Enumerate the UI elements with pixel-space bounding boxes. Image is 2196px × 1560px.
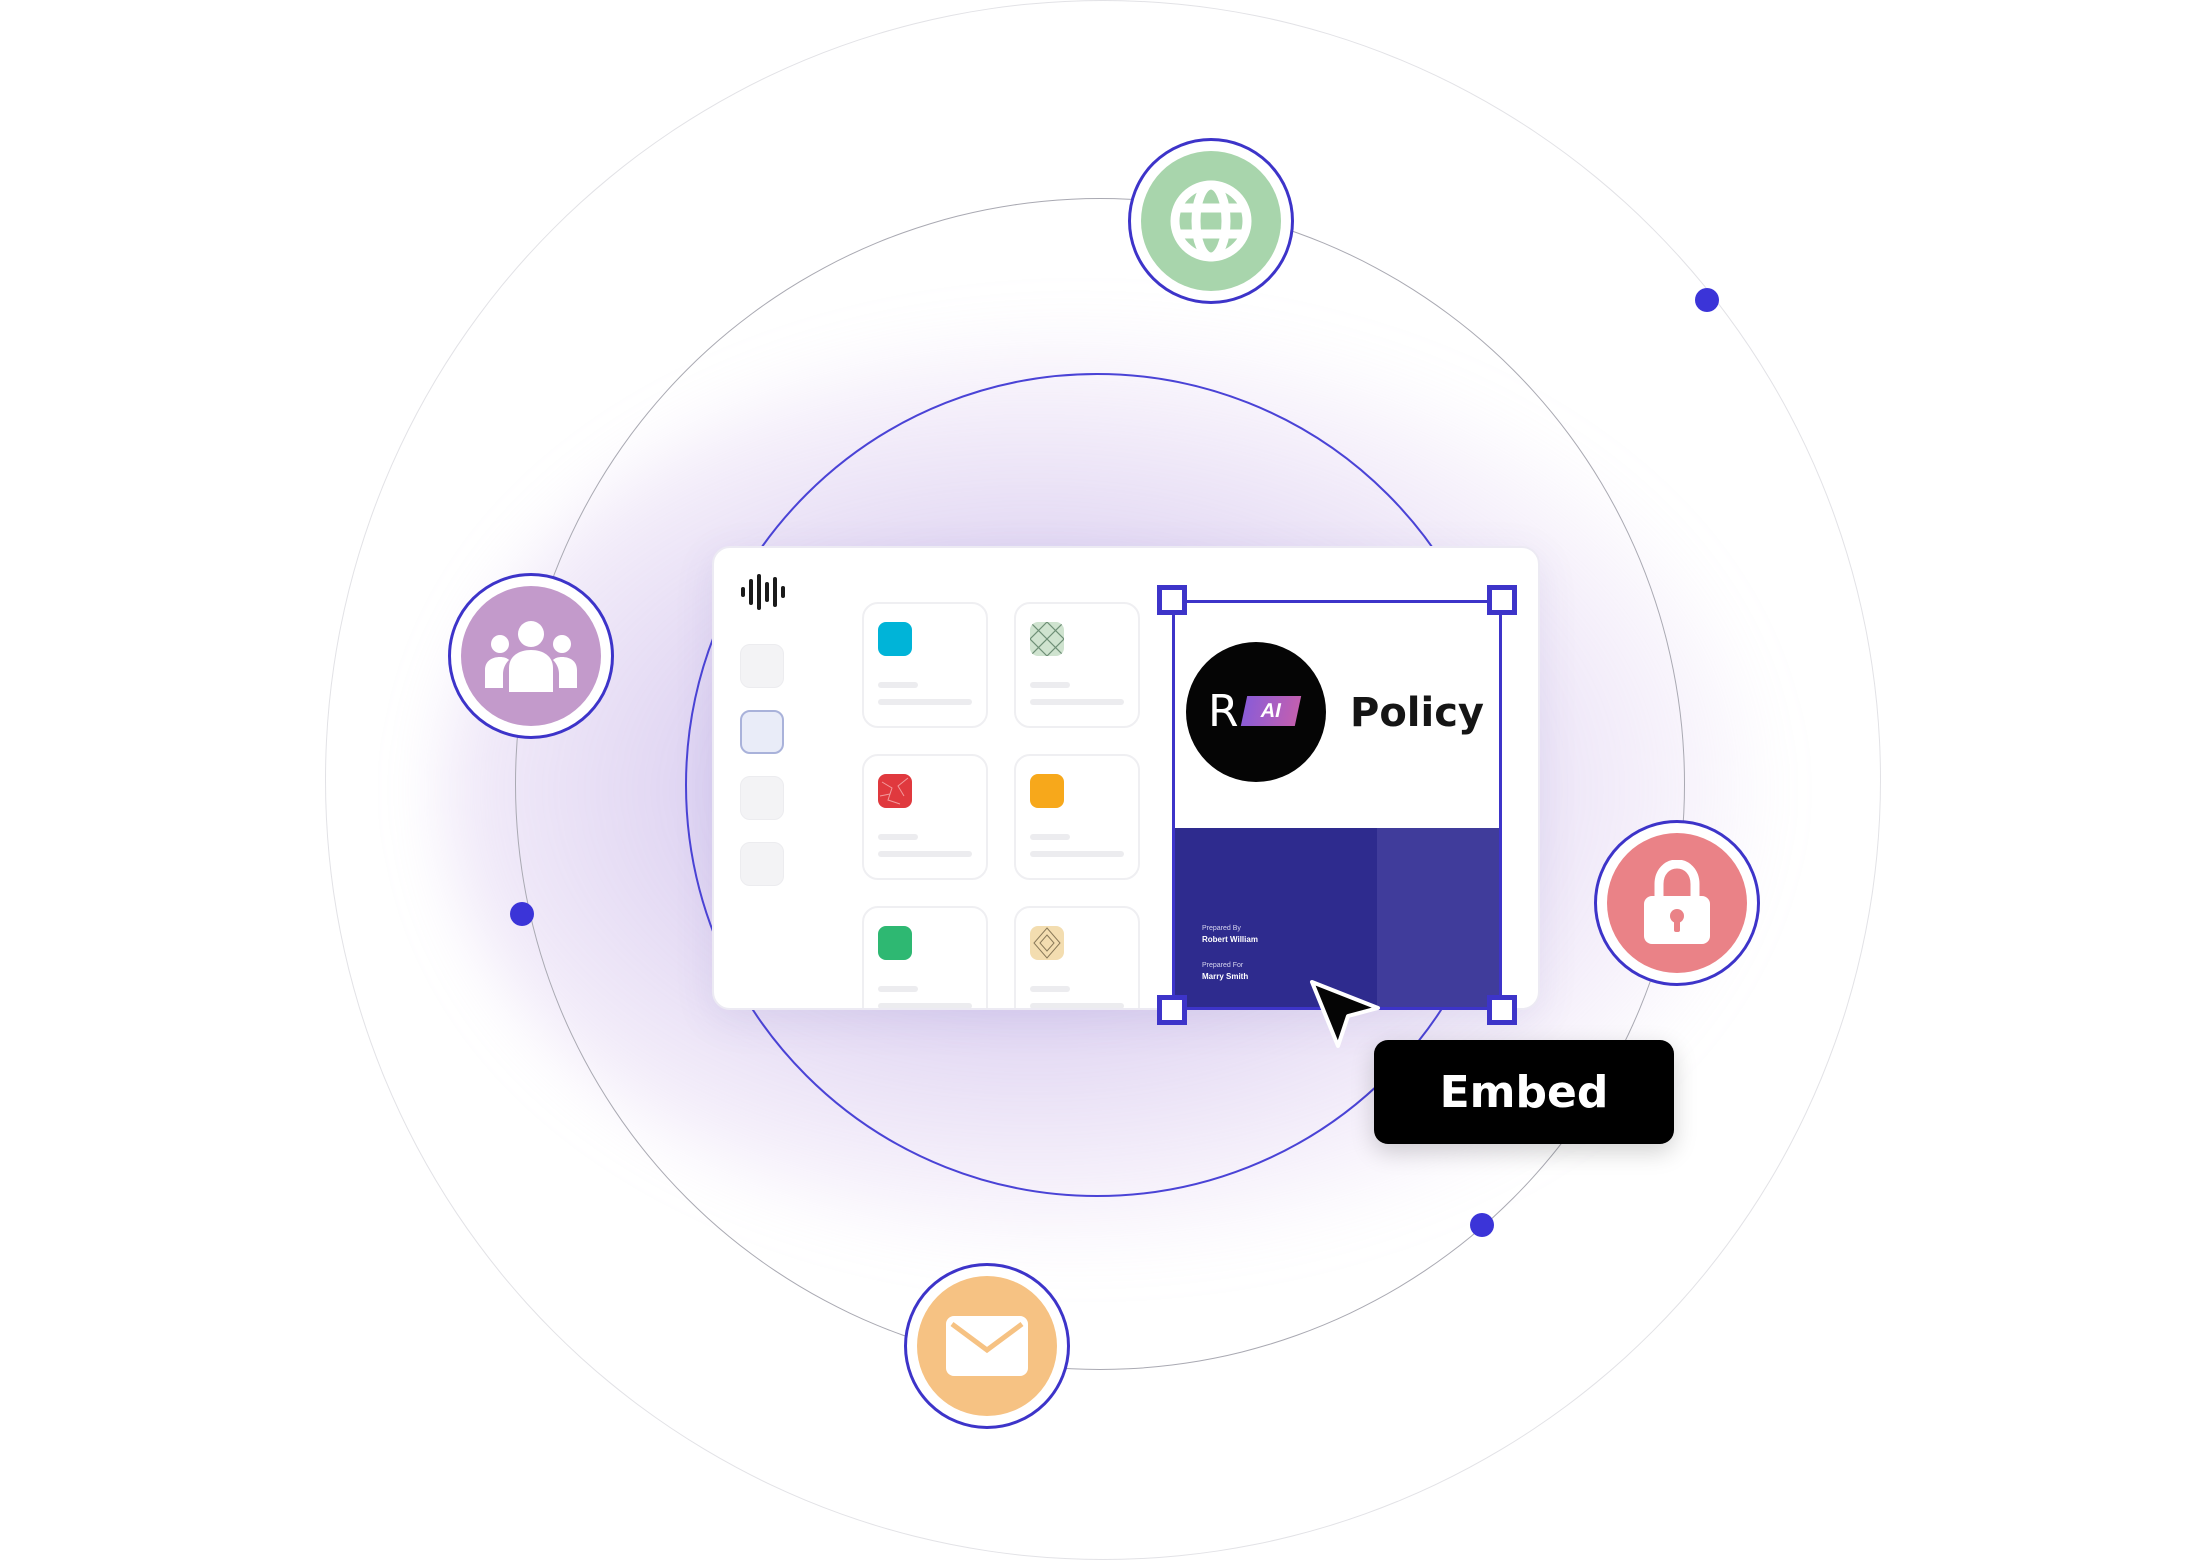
- lock-icon: [1644, 860, 1710, 944]
- sidebar-item[interactable]: [740, 644, 784, 688]
- prepared-for-name: Marry Smith: [1202, 972, 1249, 981]
- template-swatch: [878, 926, 912, 960]
- users-badge: [448, 573, 614, 739]
- orbit-dot: [1470, 1213, 1494, 1237]
- policy-document-preview[interactable]: R AI Policy Prepared By Robert William P…: [1172, 600, 1502, 1010]
- template-swatch: [1030, 774, 1064, 808]
- prepared-by-label: Prepared By: [1202, 925, 1241, 932]
- prepared-by-name: Robert William: [1202, 935, 1258, 944]
- template-swatch: [878, 622, 912, 656]
- resize-handle-top-right[interactable]: [1487, 585, 1517, 615]
- middle-orbit-ring: [515, 198, 1685, 1370]
- cursor-pointer-icon: [1310, 980, 1380, 1048]
- template-card[interactable]: [1014, 906, 1140, 1008]
- sidebar-item[interactable]: [740, 842, 784, 886]
- prepared-for-label: Prepared For: [1202, 962, 1244, 969]
- template-card[interactable]: [862, 602, 988, 728]
- mail-badge: [904, 1263, 1070, 1429]
- selection-frame: [1172, 600, 1502, 1010]
- resize-handle-bottom-right[interactable]: [1487, 995, 1517, 1025]
- globe-icon: [1170, 180, 1252, 262]
- template-swatch: [878, 774, 912, 808]
- document-title: Policy: [1350, 690, 1485, 736]
- orbit-dot: [510, 902, 534, 926]
- globe-badge: [1128, 138, 1294, 304]
- resize-handle-top-left[interactable]: [1157, 585, 1187, 615]
- users-icon: [485, 621, 577, 692]
- sidebar-item-active[interactable]: [740, 710, 784, 754]
- sidebar-item[interactable]: [740, 776, 784, 820]
- template-card[interactable]: [1014, 602, 1140, 728]
- embed-button[interactable]: Embed: [1374, 1040, 1674, 1144]
- template-card[interactable]: [862, 754, 988, 880]
- brand-logo: R AI: [1186, 642, 1326, 782]
- orbit-dot: [1695, 288, 1719, 312]
- waveform-logo-icon: [741, 574, 785, 610]
- template-swatch: [1030, 926, 1064, 960]
- template-swatch: [1030, 622, 1064, 656]
- lock-badge: [1594, 820, 1760, 986]
- template-card[interactable]: [1014, 754, 1140, 880]
- mail-icon: [946, 1316, 1028, 1376]
- resize-handle-bottom-left[interactable]: [1157, 995, 1187, 1025]
- template-card[interactable]: [862, 906, 988, 1008]
